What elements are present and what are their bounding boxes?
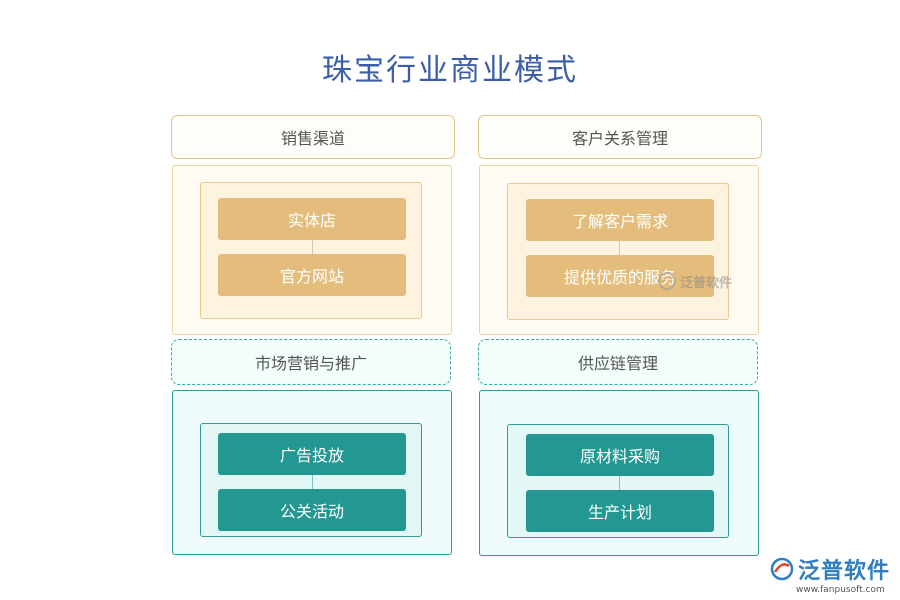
section-header-marketing: 市场营销与推广 bbox=[171, 339, 451, 385]
item-provide-quality-service: 提供优质的服务 bbox=[526, 255, 714, 297]
brand-name: 泛普软件 bbox=[798, 559, 891, 584]
brand-url: www.fanpusoft.com bbox=[796, 585, 885, 595]
item-physical-store: 实体店 bbox=[218, 198, 406, 240]
brand-logo: 泛普软件 www.fanpusoft.com bbox=[770, 553, 890, 595]
item-advertising: 广告投放 bbox=[218, 433, 406, 475]
brand-logo-icon bbox=[770, 557, 794, 581]
watermark-brand-text: 泛普软件 bbox=[680, 275, 733, 291]
connector-line bbox=[619, 476, 620, 490]
page-title: 珠宝行业商业模式 bbox=[322, 53, 578, 88]
item-understand-customer-needs: 了解客户需求 bbox=[526, 199, 714, 241]
item-raw-material-procurement: 原材料采购 bbox=[526, 434, 714, 476]
section-header-supply-chain: 供应链管理 bbox=[478, 339, 758, 385]
connector-line bbox=[619, 241, 620, 255]
section-header-sales-channels: 销售渠道 bbox=[171, 115, 455, 159]
connector-line bbox=[312, 240, 313, 254]
connector-line bbox=[312, 475, 313, 489]
section-header-crm: 客户关系管理 bbox=[478, 115, 762, 159]
watermark-logo: 泛普软件 bbox=[657, 271, 732, 291]
brand-logo-icon bbox=[658, 272, 676, 290]
item-public-relations: 公关活动 bbox=[218, 489, 406, 531]
item-official-website: 官方网站 bbox=[218, 254, 406, 296]
item-production-plan: 生产计划 bbox=[526, 490, 714, 532]
